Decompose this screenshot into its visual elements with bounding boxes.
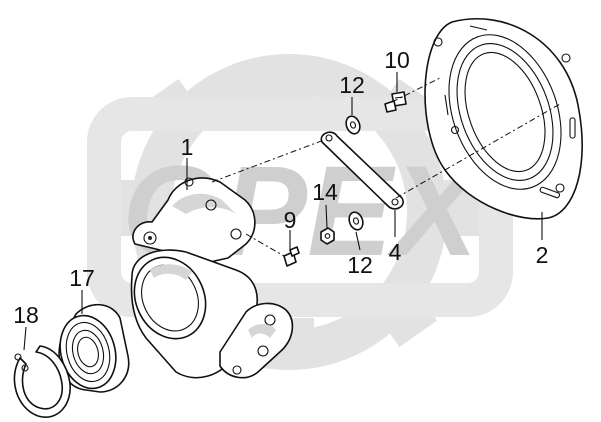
leader-14 (325, 204, 328, 229)
part-14-nut (320, 227, 335, 245)
part-1-housing (130, 177, 294, 379)
part-10-bolt (384, 91, 407, 113)
callout-9: 9 (284, 207, 297, 233)
callout-10: 10 (384, 47, 410, 73)
assembly-centerlines (211, 77, 561, 257)
part-9-screw (283, 246, 300, 267)
part-4-link-plate (320, 131, 404, 210)
callout-12-upper: 12 (339, 72, 365, 98)
part-17-bearing (58, 303, 130, 393)
part-12-washer-upper (345, 115, 361, 135)
callout-18: 18 (13, 302, 39, 328)
callout-2: 2 (536, 242, 549, 268)
part-18-retaining-ring (13, 345, 71, 418)
leader-18 (23, 326, 27, 351)
leader-12-lower (355, 231, 361, 251)
callout-4: 4 (389, 239, 402, 265)
callout-17: 17 (69, 265, 95, 291)
callout-1: 1 (181, 134, 194, 160)
callout-12-lower: 12 (347, 252, 373, 278)
leader-lines (23, 72, 543, 351)
part-12-washer-lower (348, 211, 364, 231)
callout-14: 14 (312, 179, 338, 205)
part-2-flange-plate (424, 17, 583, 220)
callouts: 1 2 4 9 10 12 12 14 17 18 (13, 47, 548, 328)
